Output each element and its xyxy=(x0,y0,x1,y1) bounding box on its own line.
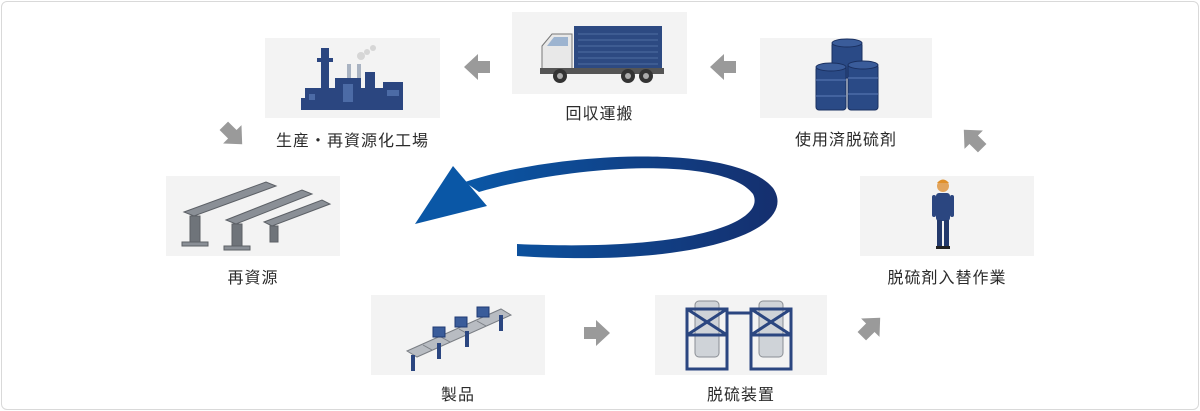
arrow-left-icon xyxy=(464,54,490,80)
arrow-up-right-icon xyxy=(857,317,881,341)
cycle-arrow xyxy=(415,156,778,259)
arrow-left-icon xyxy=(710,54,736,80)
drums-panel xyxy=(760,38,932,118)
node-replacement-label: 脱硫剤入替作業 xyxy=(887,268,1007,287)
factory-panel xyxy=(265,38,440,118)
conveyor-icon xyxy=(405,306,513,371)
node-collection-label: 回収運搬 xyxy=(565,104,634,123)
truck-icon xyxy=(540,26,664,83)
worker-panel xyxy=(860,176,1034,256)
drums-icon xyxy=(815,38,879,111)
node-product-label: 製品 xyxy=(440,385,475,404)
arrow-right-icon xyxy=(584,320,610,346)
truck-panel xyxy=(512,12,687,94)
worker-icon xyxy=(932,179,954,249)
arrow-up-left-icon xyxy=(963,129,987,153)
conveyor-panel xyxy=(371,295,545,375)
desulfurization-equipment-icon xyxy=(685,300,793,371)
factory-icon xyxy=(301,45,403,110)
node-used-agent-label: 使用済脱硫剤 xyxy=(794,130,897,149)
node-equipment-label: 脱硫装置 xyxy=(706,385,775,404)
steel-beams-icon xyxy=(181,181,332,251)
node-resource-label: 再資源 xyxy=(227,268,279,287)
equipment-panel xyxy=(655,295,827,375)
arrow-down-right-icon xyxy=(219,121,243,145)
node-factory-label: 生産・再資源化工場 xyxy=(275,131,429,150)
beams-panel xyxy=(166,176,340,256)
